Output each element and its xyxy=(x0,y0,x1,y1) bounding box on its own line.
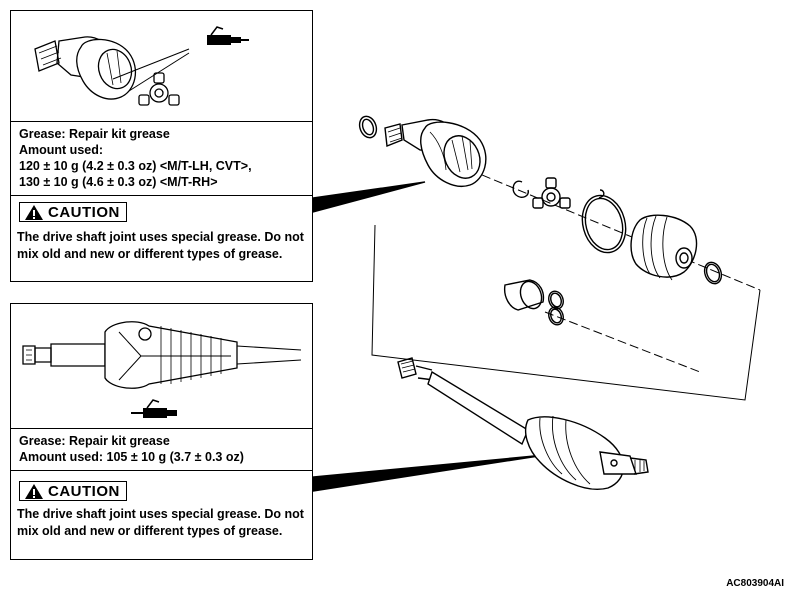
tripod-joint xyxy=(532,177,571,209)
caution-text: The drive shaft joint uses special greas… xyxy=(17,507,304,538)
dynamic-damper xyxy=(503,279,545,311)
amount-line-2: 130 ± 10 g (4.6 ± 0.3 oz) <M/T-RH> xyxy=(19,175,218,189)
amount-line: Amount used: 105 ± 10 g (3.7 ± 0.3 oz) xyxy=(19,450,244,464)
amount-line-1: 120 ± 10 g (4.2 ± 0.3 oz) <M/T-LH, CVT>, xyxy=(19,159,252,173)
damper-band-2 xyxy=(548,306,564,326)
bottom-leader-wedge xyxy=(312,454,546,492)
bottom-panel-divider-1 xyxy=(11,428,312,429)
caution-text: The drive shaft joint uses special greas… xyxy=(17,230,304,261)
caution-label: CAUTION xyxy=(48,203,120,221)
snap-ring-outer xyxy=(358,115,378,139)
top-grease-spec: Grease: Repair kit grease Amount used: 1… xyxy=(19,126,252,190)
figure-reference-code: AC803904AI xyxy=(726,578,784,589)
bottom-callout-panel: Grease: Repair kit grease Amount used: 1… xyxy=(10,303,313,560)
drive-shaft-outer-joint xyxy=(397,357,649,490)
caution-badge: CAUTION xyxy=(19,481,127,501)
grease-type-line: Grease: Repair kit grease xyxy=(19,434,170,448)
inner-joint-detail-illustration xyxy=(34,26,249,106)
grease-gun-icon xyxy=(131,399,177,418)
warning-triangle-icon xyxy=(25,483,43,499)
inner-joint-housing xyxy=(384,118,487,187)
boot-band-large xyxy=(581,194,627,254)
top-panel-divider-2 xyxy=(11,195,312,196)
top-callout-panel: Grease: Repair kit grease Amount used: 1… xyxy=(10,10,313,282)
amount-label: Amount used: xyxy=(19,143,104,157)
axis-line-lower xyxy=(544,311,701,373)
bottom-grease-spec: Grease: Repair kit grease Amount used: 1… xyxy=(19,433,244,465)
top-panel-divider-1 xyxy=(11,121,312,122)
grease-gun-icon xyxy=(207,26,249,45)
top-leader-wedge xyxy=(312,181,426,213)
caution-label: CAUTION xyxy=(48,482,120,500)
assembly-frame xyxy=(371,224,761,401)
small-clip xyxy=(598,189,605,199)
bottom-panel-divider-2 xyxy=(11,470,312,471)
boot-band-small-upper xyxy=(703,261,723,285)
outer-joint-detail-illustration xyxy=(22,321,302,418)
grease-type-line: Grease: Repair kit grease xyxy=(19,127,170,141)
joint-boot-upper xyxy=(630,214,698,281)
circlip-upper xyxy=(512,180,529,198)
axis-line-upper xyxy=(469,169,761,291)
warning-triangle-icon xyxy=(25,204,43,220)
caution-badge: CAUTION xyxy=(19,202,127,222)
